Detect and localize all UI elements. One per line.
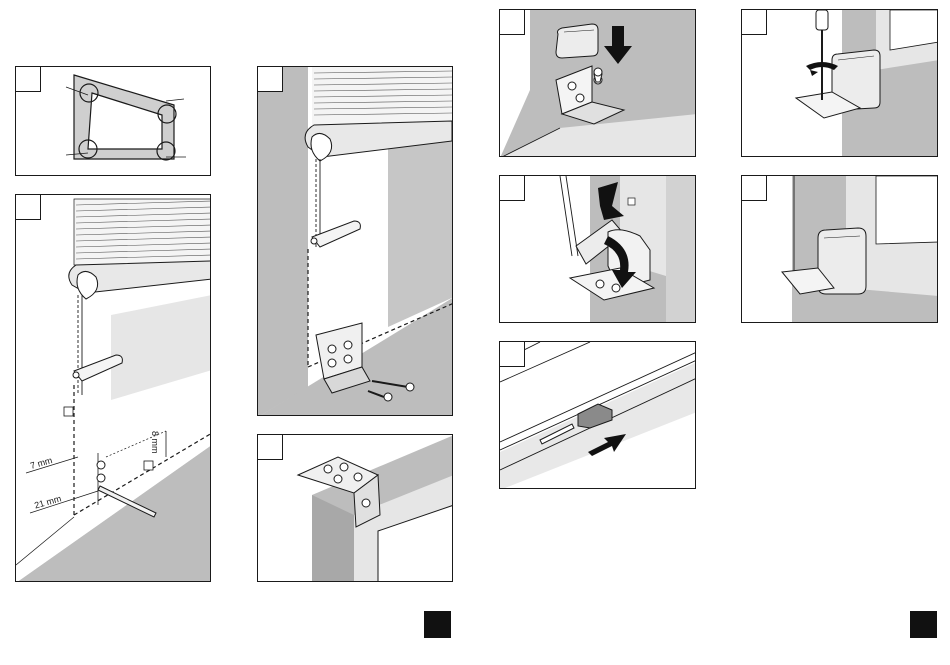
clip-rotate-illustration [500, 176, 696, 323]
step-number-box [499, 9, 525, 35]
bracket-screw-illustration [258, 67, 453, 416]
step-number-box [741, 9, 767, 35]
panel-window-diagram [15, 66, 211, 176]
step-number-box [15, 194, 41, 220]
clip-screw-illustration [500, 10, 696, 157]
panel-bracket-fixing [257, 66, 453, 416]
panel-clip-screw [499, 9, 696, 157]
screwdriver-adjust-illustration [742, 10, 938, 157]
panel-clip-in [499, 175, 696, 323]
step-number-box [257, 66, 283, 92]
panel-drilling-diagram: 7 mm 21 mm 8 mm [15, 194, 211, 582]
step-number-box [741, 175, 767, 201]
page-marker-left [424, 611, 451, 638]
panel-release-lever [499, 341, 696, 489]
step-number-box [257, 434, 283, 460]
step-number-box [499, 341, 525, 367]
step-number-box [499, 175, 525, 201]
dimension-8mm-label: 8 mm [150, 431, 160, 454]
step-number-box [15, 66, 41, 92]
bracket-frame-illustration [258, 435, 453, 582]
page-marker-right [910, 611, 937, 638]
release-lever-illustration [500, 342, 696, 489]
window-frame-illustration [16, 67, 211, 176]
mounted-clip-illustration [742, 176, 938, 323]
blind-drilling-illustration [16, 195, 211, 582]
panel-bracket-top-mount [257, 434, 453, 582]
panel-finished-mount [741, 175, 938, 323]
panel-screwdriver [741, 9, 938, 157]
